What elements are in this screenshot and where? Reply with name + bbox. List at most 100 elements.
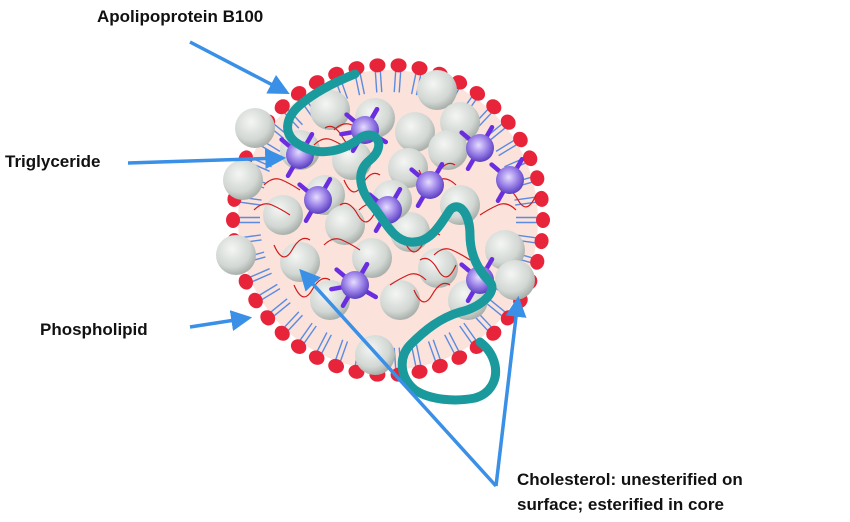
phospholipid-head xyxy=(328,358,344,374)
phospholipid-tail xyxy=(415,344,422,366)
phospholipid-tail xyxy=(316,332,328,352)
phospholipid-head xyxy=(534,233,549,250)
phospholipid-tail xyxy=(459,325,473,344)
phospholipid-tail xyxy=(495,139,515,152)
cholesterol-sphere xyxy=(223,160,263,200)
phospholipid-head xyxy=(536,212,550,228)
phospholipid-head xyxy=(226,212,240,228)
arrow-phospholipid xyxy=(189,310,253,331)
phospholipid-tail xyxy=(283,311,300,328)
phospholipid-tail xyxy=(374,71,378,93)
arrow-apolipoprotein xyxy=(189,40,290,94)
cholesterol-sphere xyxy=(428,130,468,170)
phospholipid-head xyxy=(432,358,448,374)
fatty-acid-chain xyxy=(413,282,451,303)
phospholipid-tail xyxy=(335,339,344,360)
label-cholesterol-line1: Cholesterol: unesterified on xyxy=(517,470,743,489)
phospholipid-tail xyxy=(448,332,460,352)
fatty-acid-chain xyxy=(323,238,361,251)
arrow-cholesterol-surface xyxy=(494,295,527,487)
label-cholesterol-line2: surface; esterified in core xyxy=(517,495,724,514)
phospholipid-tail xyxy=(359,73,366,95)
phospholipid-head xyxy=(390,58,407,73)
cholesterol-sphere xyxy=(216,235,256,275)
triglyceride-head xyxy=(341,271,369,299)
phospholipid-head xyxy=(248,292,263,309)
cholesterol-sphere xyxy=(418,248,458,288)
phospholipid-head xyxy=(530,170,545,187)
label-triglyceride: Triglyceride xyxy=(5,152,101,171)
fatty-acid-chain xyxy=(253,203,291,216)
phospholipid-tail xyxy=(488,127,506,142)
phospholipid-tail xyxy=(339,341,349,362)
cholesterol-sphere xyxy=(280,242,320,282)
triglyceride-head xyxy=(466,134,494,162)
phospholipid-head xyxy=(469,86,486,101)
phospholipid-tail xyxy=(410,73,417,95)
phospholipid-head xyxy=(522,150,538,167)
phospholipid-tail xyxy=(498,144,517,157)
phospholipid-tail xyxy=(444,334,455,354)
phospholipid-head xyxy=(290,86,307,101)
phospholipid-tail xyxy=(303,325,317,344)
phospholipid-head xyxy=(513,131,528,148)
triglyceride-molecules xyxy=(279,106,525,309)
phospholipid-head xyxy=(411,364,428,379)
cholesterol-sphere xyxy=(235,108,275,148)
cholesterol-sphere xyxy=(417,70,457,110)
fatty-acid-chain xyxy=(263,178,301,191)
phospholipid-head xyxy=(486,325,502,341)
arrow-triglyceride xyxy=(127,148,287,170)
arrow-cholesterol-core xyxy=(299,268,498,488)
phospholipid-tail xyxy=(485,302,503,317)
phospholipid-head xyxy=(411,61,428,76)
phospholipid-head xyxy=(534,190,549,207)
cholesterol-sphere xyxy=(263,195,303,235)
phospholipid-tail xyxy=(250,268,270,278)
phospholipid-head xyxy=(369,58,386,73)
phospholipid-tail xyxy=(432,339,441,360)
phospholipid-head xyxy=(274,99,290,115)
fatty-acid-chain xyxy=(479,203,517,216)
phospholipid-tail xyxy=(259,283,278,296)
phospholipid-head xyxy=(274,325,290,341)
phospholipid-head xyxy=(260,310,276,326)
phospholipid-head xyxy=(451,350,468,365)
cholesterol-sphere xyxy=(495,260,535,300)
phospholipid-head xyxy=(486,99,502,115)
cholesterol-sphere xyxy=(352,238,392,278)
phospholipid-tail xyxy=(488,298,506,313)
fatty-acid-chain xyxy=(389,273,427,286)
cholesterol-sphere xyxy=(380,280,420,320)
phospholipid-tail xyxy=(287,314,303,332)
phospholipid-tail xyxy=(379,71,383,93)
cholesterol-sphere xyxy=(325,205,365,245)
phospholipid-tail xyxy=(427,341,437,362)
phospholipid-tail xyxy=(273,302,291,317)
phospholipid-tail xyxy=(252,272,272,283)
triglyceride-head xyxy=(304,186,332,214)
phospholipid-tail xyxy=(299,322,313,341)
phospholipid-tail xyxy=(261,288,281,301)
fatty-acid-chain xyxy=(339,202,377,223)
phospholipid-head xyxy=(308,350,325,365)
cholesterol-sphere xyxy=(310,90,350,130)
phospholipid-tail xyxy=(239,201,261,206)
cholesterol-sphere xyxy=(395,112,435,152)
triglyceride-head xyxy=(496,166,524,194)
phospholipid-tail xyxy=(393,71,397,93)
label-apolipoprotein: Apolipoprotein B100 xyxy=(97,7,264,26)
phospholipid-tail xyxy=(463,322,477,341)
phospholipid-tail xyxy=(398,71,402,93)
phospholipid-head xyxy=(530,253,545,270)
fatty-acid-chain xyxy=(433,248,471,261)
label-phospholipid: Phospholipid xyxy=(40,320,148,339)
triglyceride-head xyxy=(416,171,444,199)
phospholipid-tail xyxy=(321,334,332,354)
fatty-acid-chain xyxy=(273,237,311,258)
phospholipid-head xyxy=(290,339,307,354)
phospholipid-tail xyxy=(270,298,288,313)
pointer-arrows xyxy=(127,40,527,488)
apolipoprotein-ribbon xyxy=(283,69,501,405)
